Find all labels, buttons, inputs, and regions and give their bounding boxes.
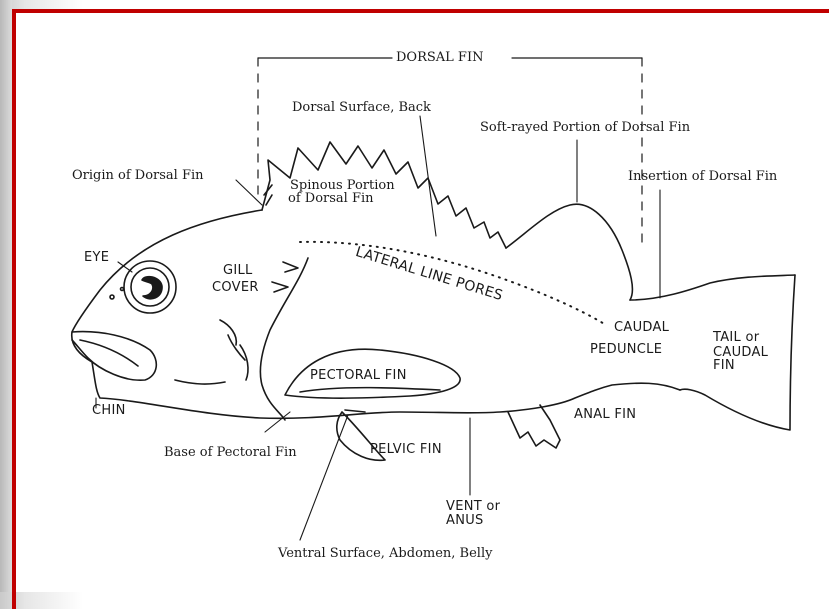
dorsal-fin-bracket xyxy=(258,58,642,250)
caudal-label-1: CAUDAL xyxy=(614,321,669,335)
dorsal-surface-label: Dorsal Surface, Back xyxy=(292,101,431,115)
tail-label-1: TAIL or xyxy=(713,331,759,345)
eye-pupil xyxy=(142,277,162,299)
caudal-peduncle-top xyxy=(630,275,795,300)
gill-label-2: COVER xyxy=(212,281,259,295)
vent-label-2: ANUS xyxy=(446,514,484,528)
left-edge-shade xyxy=(0,0,12,592)
ventral-surface-label: Ventral Surface, Abdomen, Belly xyxy=(278,547,492,561)
eye-label: EYE xyxy=(84,251,109,265)
spinous-label-2: of Dorsal Fin xyxy=(288,192,374,206)
caudal-label-2: PEDUNCLE xyxy=(590,343,662,357)
soft-dorsal-fin xyxy=(506,204,632,300)
pectoral-fin-label: PECTORAL FIN xyxy=(310,369,407,383)
vent-label-1: VENT or xyxy=(446,500,500,514)
dorsal-fin-label: DORSAL FIN xyxy=(396,51,483,65)
gill-label-1: GILL xyxy=(223,264,253,278)
fish-diagram: DORSAL FIN Dorsal Surface, Back Soft-ray… xyxy=(16,13,831,592)
mouth xyxy=(72,332,156,381)
chin-label: CHIN xyxy=(92,404,126,418)
insertion-dorsal-label: Insertion of Dorsal Fin xyxy=(628,170,777,184)
anal-fin-label: ANAL FIN xyxy=(574,408,636,422)
gill-cover-line xyxy=(260,258,308,420)
soft-rayed-label: Soft-rayed Portion of Dorsal Fin xyxy=(480,121,690,135)
origin-dorsal-label: Origin of Dorsal Fin xyxy=(72,169,204,183)
base-pectoral-label: Base of Pectoral Fin xyxy=(164,446,297,460)
pelvic-fin-label: PELVIC FIN xyxy=(370,443,442,457)
tail-label-3: FIN xyxy=(713,359,735,373)
